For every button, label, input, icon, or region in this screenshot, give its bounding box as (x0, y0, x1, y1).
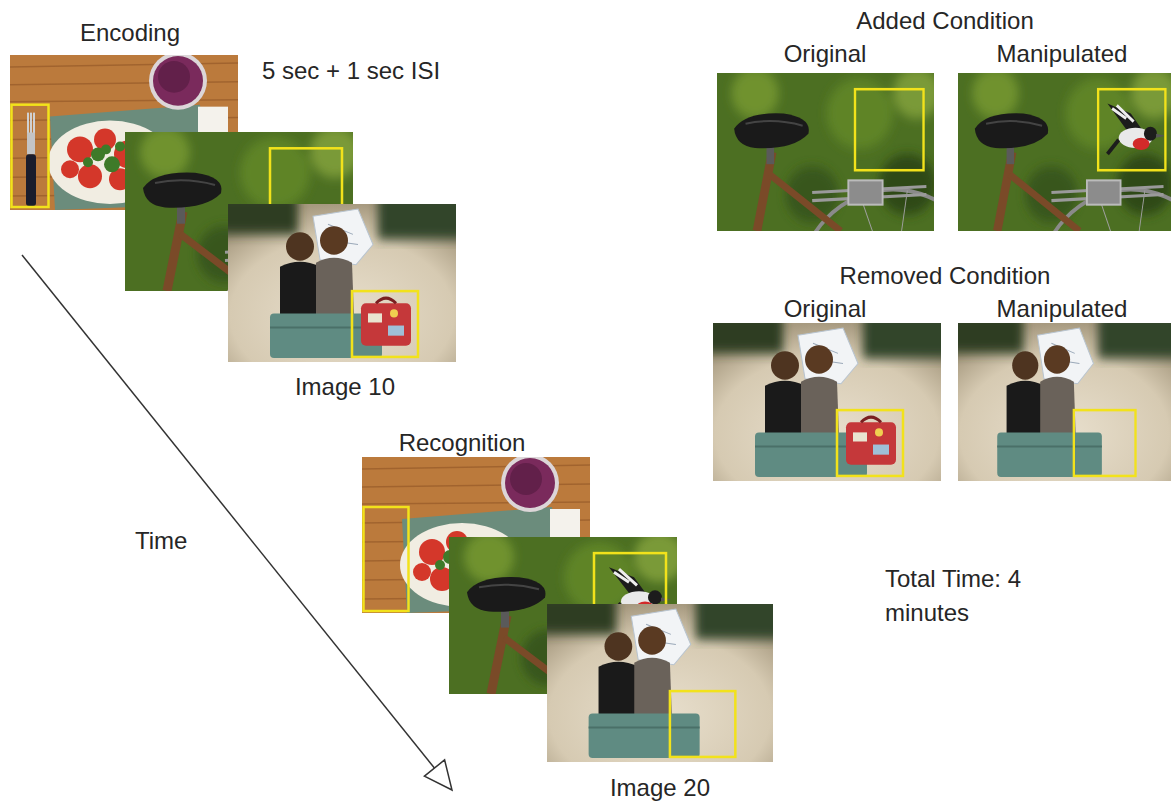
phase-heading: Encoding (80, 18, 180, 48)
timing-note: 5 sec + 1 sec ISI (262, 56, 440, 86)
column-heading: Original (784, 294, 867, 324)
axis-label: Time (135, 526, 187, 556)
image-number: Image 10 (295, 372, 395, 402)
column-heading: Manipulated (997, 294, 1128, 324)
image-number: Image 20 (610, 773, 710, 803)
column-heading: Manipulated (997, 39, 1128, 69)
duration-note: Total Time: 4 minutes (885, 562, 1035, 630)
column-heading: Original (784, 39, 867, 69)
condition-heading: Removed Condition (840, 261, 1051, 291)
phase-heading: Recognition (399, 428, 526, 458)
condition-heading: Added Condition (856, 6, 1033, 36)
